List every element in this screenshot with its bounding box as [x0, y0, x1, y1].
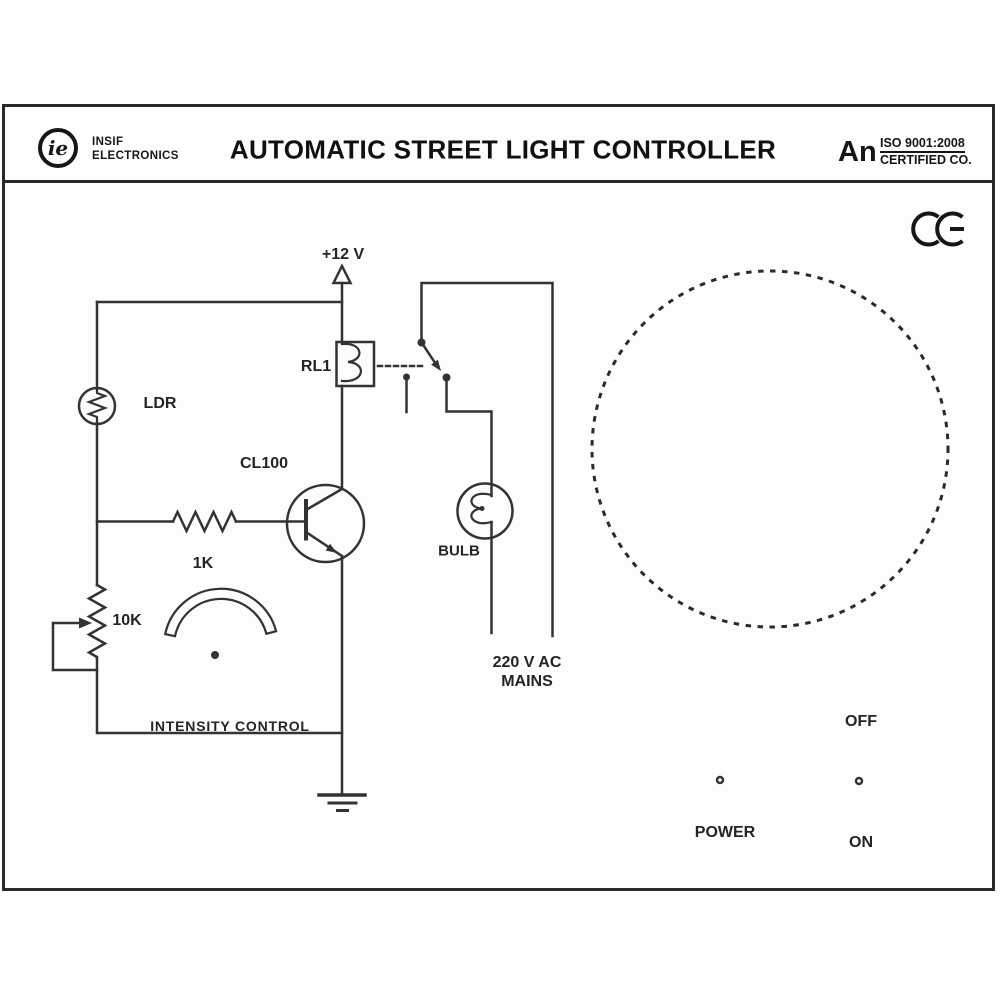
- cert-company: CERTIFIED CO.: [880, 153, 972, 167]
- intensity-label: INTENSITY CONTROL: [150, 718, 310, 734]
- cert-standard: ISO 9001:2008: [880, 136, 965, 153]
- wire-bottom: [95, 656, 344, 735]
- company-line2: ELECTRONICS: [92, 150, 179, 162]
- potentiometer-label: 10K: [112, 612, 142, 629]
- off-label: OFF: [845, 713, 877, 730]
- resistor-1k-symbol: [171, 509, 238, 534]
- power-label: POWER: [694, 824, 756, 841]
- supply-label: +12 V: [321, 246, 365, 263]
- transistor-symbol: [285, 483, 366, 564]
- cert-prefix: An: [838, 136, 877, 168]
- emitter-arrowhead: [325, 543, 337, 553]
- relay-coil-symbol: [335, 340, 376, 388]
- wires: [95, 300, 344, 797]
- wiper-arrowhead: [79, 617, 92, 629]
- ldr-label: LDR: [143, 395, 177, 412]
- device-panel: [2, 104, 995, 891]
- mains-label-line2: MAINS: [501, 673, 553, 690]
- transistor-label: CL100: [239, 455, 289, 472]
- base-resistor-label: 1K: [192, 555, 214, 572]
- supply-symbol: [331, 263, 353, 344]
- company-line1: INSIF: [92, 136, 124, 148]
- company-logo: ie: [38, 128, 78, 168]
- relay-switch-symbol: [403, 281, 554, 638]
- relay-label: RL1: [300, 358, 332, 375]
- certification-block: ISO 9001:2008 CERTIFIED CO.: [880, 136, 972, 167]
- bulb-label: BULB: [438, 542, 480, 560]
- page-title: AUTOMATIC STREET LIGHT CONTROLLER: [229, 134, 777, 165]
- header-band: [2, 104, 995, 183]
- on-off-switch-hole[interactable]: [854, 776, 864, 786]
- power-indicator-hole: [715, 775, 725, 785]
- mains-label: 220 V AC MAINS: [493, 653, 562, 691]
- company-name: INSIF ELECTRONICS: [92, 135, 179, 163]
- mains-label-line1: 220 V AC: [492, 654, 562, 671]
- ce-mark-icon: [911, 211, 964, 247]
- intensity-knob[interactable]: [163, 587, 278, 659]
- bulb-symbol: [456, 482, 514, 635]
- switch-arrowhead: [431, 359, 441, 371]
- ground-symbol: [317, 793, 367, 812]
- potentiometer-10k-symbol: [51, 583, 108, 672]
- on-label: ON: [849, 834, 873, 851]
- logo-monogram: ie: [47, 136, 69, 160]
- knob-index-dot[interactable]: [211, 651, 219, 659]
- nc-contact-dot: [403, 373, 410, 381]
- dotted-circle-cutout: [590, 269, 950, 629]
- ldr-symbol: [77, 386, 117, 426]
